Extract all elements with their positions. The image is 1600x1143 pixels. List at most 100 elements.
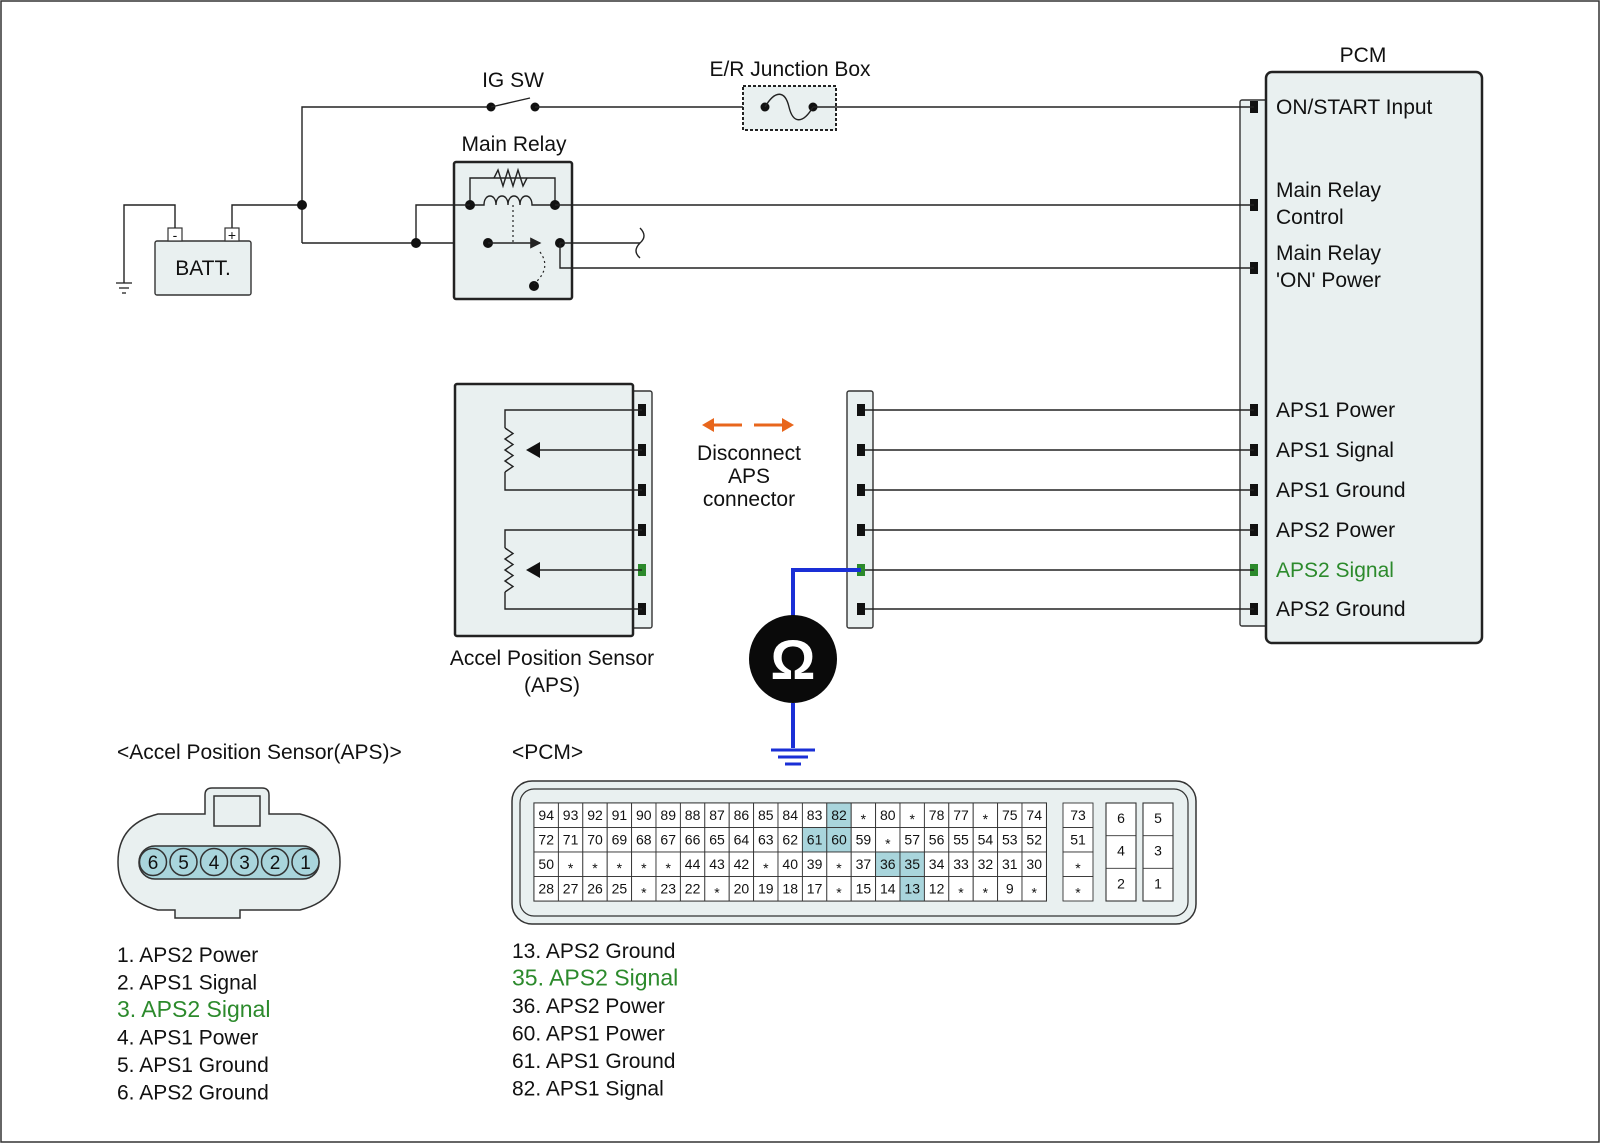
aps-connector-pin bbox=[230, 847, 259, 877]
pcm-grid-cell-label: 17 bbox=[807, 881, 823, 897]
pcm-grid-cell-label: 5 bbox=[1154, 810, 1162, 826]
pcm-grid-cell bbox=[728, 851, 755, 877]
junction-node-rail bbox=[297, 200, 307, 210]
pcm-grid-cell-label: 64 bbox=[734, 832, 750, 848]
probe-ground-icon bbox=[771, 748, 815, 766]
aps-connector-pin-number: 4 bbox=[209, 853, 220, 874]
pcm-grid-cell-label: * bbox=[861, 811, 867, 827]
pin-list-item: 61. APS1 Ground bbox=[512, 1050, 675, 1073]
pcm-grid-cell-label: 9 bbox=[1006, 881, 1014, 897]
pin-list-item: 35. APS2 Signal bbox=[512, 965, 678, 991]
pcm-grid-cell-label: 73 bbox=[1070, 807, 1086, 823]
pcm-grid-cell bbox=[1021, 876, 1047, 902]
fuse-icon bbox=[764, 93, 814, 121]
pcm-grid-cell-label: * bbox=[568, 860, 574, 876]
pcm-connector-strip bbox=[1239, 99, 1269, 627]
pcm-grid-cell bbox=[704, 876, 730, 902]
pcm-pin-label: APS1 Signal bbox=[1276, 439, 1394, 462]
wire-main-rail bbox=[301, 106, 490, 243]
pcm-grid-cell-label: * bbox=[836, 860, 842, 876]
pcm-grid-cell-label: 52 bbox=[1026, 832, 1042, 848]
pcm-pin-label-line2: Control bbox=[1276, 206, 1344, 229]
aps-connector-pin bbox=[291, 847, 320, 877]
junction-box-label: E/R Junction Box bbox=[709, 58, 871, 81]
pcm-grid-cell-label: 1 bbox=[1154, 875, 1162, 891]
main-relay-label: Main Relay bbox=[461, 133, 567, 156]
pcm-grid-cell-label: 55 bbox=[953, 832, 969, 848]
pcm-grid-cell-label: 62 bbox=[782, 832, 798, 848]
battery-minus-sign: - bbox=[173, 227, 178, 243]
pcm-grid-cell-label: 56 bbox=[929, 832, 945, 848]
pcm-grid-cell-label: 6 bbox=[1117, 810, 1125, 826]
harness-connector-strip bbox=[846, 390, 874, 629]
pin-list-item: 82. APS1 Signal bbox=[512, 1078, 664, 1101]
pcm-grid-cell bbox=[826, 851, 852, 877]
harness-terminal bbox=[857, 484, 865, 496]
relay-coil-loop bbox=[469, 177, 556, 205]
pcm-pin-label: APS2 Signal bbox=[1276, 559, 1394, 582]
pcm-grid-cell-label: 30 bbox=[1026, 856, 1042, 872]
pcm-grid-cell-label: 83 bbox=[807, 807, 823, 823]
pcm-grid-cell-label: 35 bbox=[904, 856, 920, 872]
pcm-grid-cell-label: 61 bbox=[807, 832, 823, 848]
pcm-grid-cell-label: 70 bbox=[587, 832, 603, 848]
pcm-grid-cell-label: * bbox=[983, 885, 989, 901]
pcm-grid-cell-label: 90 bbox=[636, 807, 652, 823]
pcm-grid-cell bbox=[606, 851, 633, 877]
pcm-grid-cell bbox=[1021, 802, 1047, 828]
pin-list-item: 4. APS1 Power bbox=[117, 1027, 258, 1050]
pcm-grid-cell-label: 86 bbox=[734, 807, 750, 823]
pcm-grid-cell bbox=[728, 802, 755, 828]
pin-list-item: 3. APS2 Signal bbox=[117, 996, 270, 1022]
battery-plus-terminal bbox=[224, 227, 240, 242]
pcm-pin-label: APS2 Power bbox=[1276, 519, 1395, 542]
ohmmeter[interactable] bbox=[749, 615, 837, 703]
pin-list-item: 1. APS2 Power bbox=[117, 944, 258, 967]
pcm-grid-cell-label: * bbox=[885, 836, 891, 852]
pcm-grid-cell bbox=[923, 851, 950, 877]
pcm-grid-cell-label: 27 bbox=[563, 881, 579, 897]
disconnect-label-line2: APS bbox=[728, 465, 770, 488]
pcm-grid-cell-label: 67 bbox=[660, 832, 676, 848]
pcm-grid-cell-label: * bbox=[1075, 860, 1081, 876]
aps-sensor-potentiometers bbox=[503, 404, 646, 615]
pcm-grid-cell-label: 14 bbox=[880, 881, 896, 897]
pcm-grid-cell-label: 40 bbox=[782, 856, 798, 872]
pcm-pin-label: APS2 Ground bbox=[1276, 598, 1406, 621]
pot-wiper-arrow-icon bbox=[526, 562, 540, 578]
harness-wires bbox=[857, 404, 1254, 615]
pot-wire-top bbox=[504, 529, 642, 548]
pcm-pin-label: Main Relay bbox=[1276, 179, 1382, 202]
ohm-icon: Ω bbox=[771, 628, 816, 691]
pcm-grid-cell bbox=[850, 851, 877, 877]
pcm-grid-cell bbox=[753, 802, 779, 828]
pcm-grid-cell-label: 74 bbox=[1026, 807, 1042, 823]
pcm-grid-cell-label: * bbox=[641, 860, 647, 876]
aps-connector-pin bbox=[138, 847, 168, 877]
pcm-grid-cell bbox=[948, 851, 974, 877]
pin-list-item: 6. APS2 Ground bbox=[117, 1082, 269, 1105]
pcm-grid-cell-label: 88 bbox=[685, 807, 701, 823]
pcm-grid-cell-label: 54 bbox=[978, 832, 994, 848]
pot-wire-top bbox=[504, 409, 642, 428]
pcm-grid-cell-label: 66 bbox=[685, 832, 701, 848]
aps-connector-latch bbox=[213, 795, 261, 827]
pcm-grid-cell bbox=[850, 876, 877, 902]
pcm-grid-cell bbox=[899, 876, 925, 902]
ground-icon bbox=[116, 282, 132, 294]
pcm-grid-cell-label: 80 bbox=[880, 807, 896, 823]
pcm-grid-cell-label: 3 bbox=[1154, 843, 1162, 859]
pot-wire-bottom bbox=[504, 472, 642, 491]
wire-relay-coil-feed bbox=[415, 204, 470, 243]
pcm-grid-cell-label: 44 bbox=[685, 856, 701, 872]
disconnect-arrow-left-head bbox=[702, 418, 714, 432]
pcm-grid-cell bbox=[557, 876, 584, 902]
pcm-grid-cell-label: 12 bbox=[929, 881, 945, 897]
pcm-grid-cell-label: 20 bbox=[734, 881, 750, 897]
pcm-grid-cell-label: 13 bbox=[904, 881, 920, 897]
pcm-grid-cell-label: 36 bbox=[880, 856, 896, 872]
